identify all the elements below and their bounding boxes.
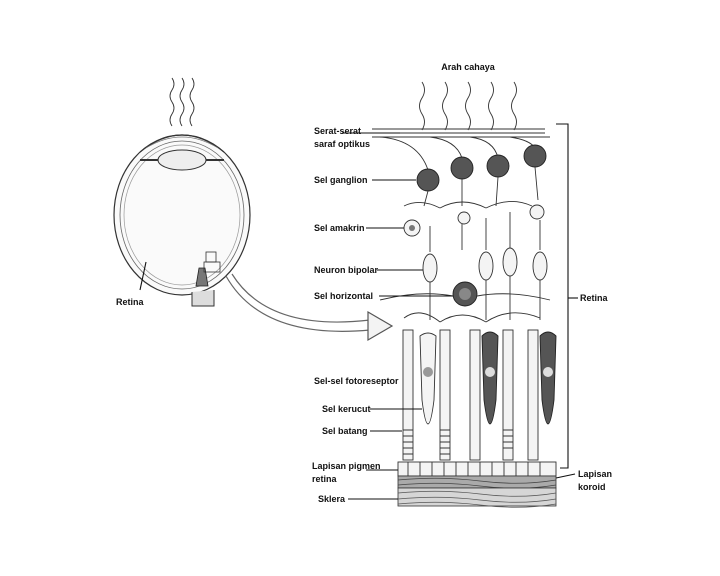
ganglion-cells	[379, 136, 547, 209]
label-sclera: Sklera	[318, 494, 346, 504]
retina-section	[372, 128, 557, 508]
retina-bracket	[556, 123, 578, 469]
label-ganglion: Sel ganglion	[314, 175, 368, 185]
zoom-arrow	[225, 273, 394, 342]
leader-lines	[139, 132, 576, 500]
horizontal-cell	[379, 281, 551, 323]
retina-light-rays	[419, 81, 517, 131]
label-pigment-line1: Lapisan pigmen	[312, 461, 381, 471]
eye-cross-section	[113, 134, 251, 307]
label-choroid-line2: koroid	[578, 482, 606, 492]
label-light-direction: Arah cahaya	[441, 62, 496, 72]
rod-cells	[402, 329, 539, 461]
cone-cells	[419, 331, 557, 425]
label-horizontal: Sel horizontal	[314, 291, 373, 301]
photoreceptor-cells	[402, 329, 557, 461]
label-optic-fibers-line1: Serat-serat	[314, 126, 361, 136]
label-retina-left: Retina	[116, 297, 145, 307]
label-amacrine: Sel amakrin	[314, 223, 365, 233]
choroid-layer	[397, 475, 557, 489]
label-retina-right: Retina	[580, 293, 609, 303]
label-optic-fibers-line2: saraf optikus	[314, 139, 370, 149]
label-photoreceptors: Sel-sel fotoreseptor	[314, 376, 399, 386]
bipolar-neurons	[422, 212, 548, 320]
amacrine-cell	[403, 204, 545, 237]
label-rod: Sel batang	[322, 426, 368, 436]
label-cone: Sel kerucut	[322, 404, 371, 414]
optic-fibers	[372, 128, 550, 138]
eye-light-rays	[169, 77, 195, 127]
label-choroid-line1: Lapisan	[578, 469, 612, 479]
label-bipolar: Neuron bipolar	[314, 265, 378, 275]
label-pigment-line2: retina	[312, 474, 338, 484]
sclera-layer	[397, 487, 557, 508]
pigment-layer	[397, 461, 557, 477]
